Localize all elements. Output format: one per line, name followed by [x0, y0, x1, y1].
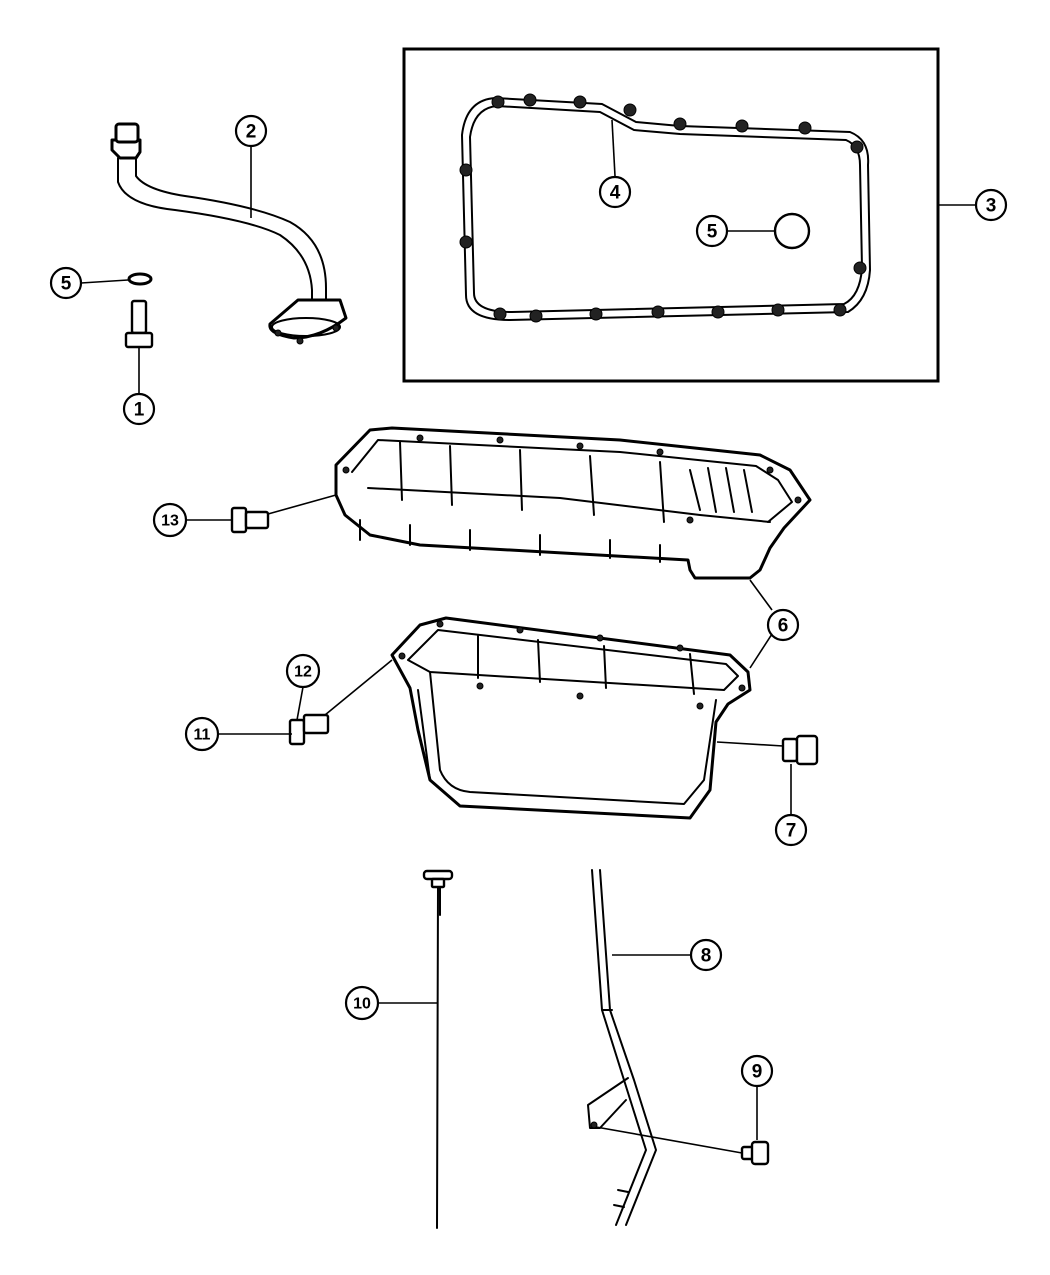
gasket-kit-box	[402, 47, 940, 383]
callout-11-label: 11	[194, 727, 211, 744]
oil-pan-gasket	[459, 93, 871, 323]
callout-10-label: 10	[353, 996, 371, 1013]
callout-3: 3	[974, 188, 1008, 222]
callout-8-label: 8	[701, 946, 712, 967]
callout-11: 11	[184, 716, 220, 752]
callout-12: 12	[285, 653, 321, 689]
callout-4: 4	[598, 175, 632, 209]
o-ring-left	[127, 272, 153, 286]
callout-3-label: 3	[986, 196, 997, 217]
callout-13-label: 13	[161, 513, 179, 530]
oil-pickup-tube	[110, 122, 348, 345]
pickup-tube-bolt	[124, 299, 154, 349]
callout-2-label: 2	[246, 122, 257, 143]
callout-8: 8	[689, 938, 723, 972]
o-ring-box	[773, 212, 811, 250]
callout-1: 1	[122, 392, 156, 426]
callout-5-box-label: 5	[707, 222, 718, 243]
dipstick-tube	[587, 869, 657, 1226]
callout-12-label: 12	[294, 664, 312, 681]
callout-7-label: 7	[786, 821, 797, 842]
upper-pan-bolt	[230, 506, 270, 534]
callout-5-box: 5	[695, 214, 729, 248]
leader-lines	[80, 119, 975, 1154]
lower-pan-bolt	[288, 713, 330, 746]
callout-9: 9	[740, 1054, 774, 1088]
lower-oil-pan	[390, 616, 752, 820]
callout-4-label: 4	[610, 183, 621, 204]
drain-plug	[781, 734, 819, 766]
callout-7: 7	[774, 813, 808, 847]
callout-6: 6	[766, 608, 800, 642]
oil-dipstick	[422, 869, 454, 1229]
upper-oil-pan	[334, 426, 812, 580]
callout-5-left-label: 5	[61, 274, 72, 295]
callout-5-left: 5	[49, 266, 83, 300]
callout-13: 13	[152, 502, 188, 538]
tube-bracket-bolt	[740, 1140, 770, 1166]
callout-6-label: 6	[778, 616, 789, 637]
callout-1-label: 1	[134, 400, 145, 421]
callout-10: 10	[344, 985, 380, 1021]
callout-2: 2	[234, 114, 268, 148]
callout-9-label: 9	[752, 1062, 763, 1083]
